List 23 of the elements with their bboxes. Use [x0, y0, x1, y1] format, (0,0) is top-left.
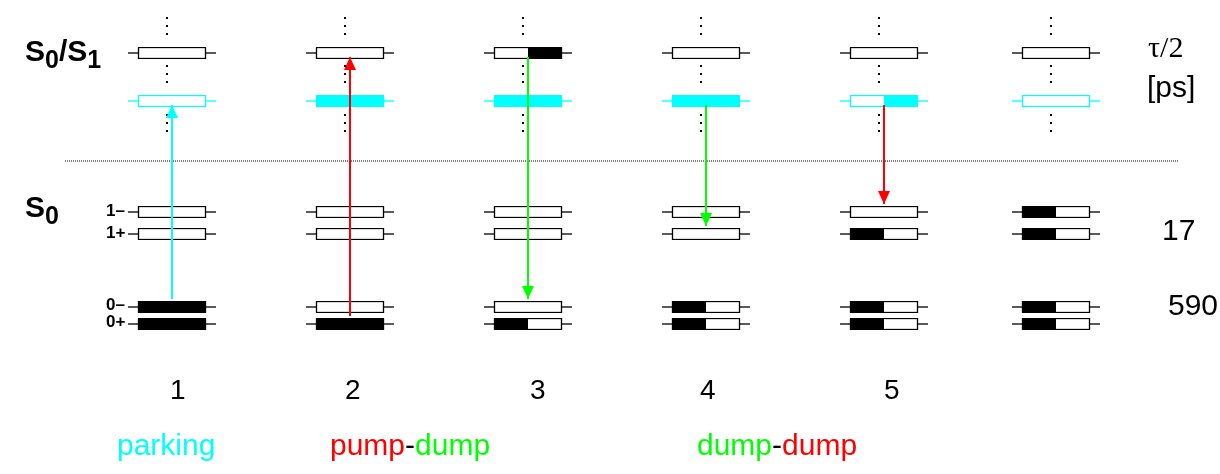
- column-number: 2: [345, 376, 361, 404]
- scheme-label: parking: [117, 430, 216, 460]
- time-value: 590: [1168, 290, 1219, 320]
- state-label: S$_{0}$/S$_{1}$: [25, 36, 102, 72]
- level-label: 1+: [106, 224, 126, 241]
- scheme-label: dump-dump: [697, 430, 858, 460]
- transition-arrow: [700, 104, 712, 227]
- column-number: 1: [170, 376, 186, 404]
- state-label: S$_{0}$: [25, 192, 59, 228]
- transition-arrow: [344, 56, 356, 317]
- transition-arrow: [878, 104, 890, 205]
- time-value: 17: [1162, 215, 1196, 245]
- column-number: 3: [530, 376, 546, 404]
- level-label: 0–: [106, 296, 125, 313]
- transition-arrow: [522, 56, 534, 300]
- unit-label: [ps]: [1147, 72, 1196, 102]
- scheme-label: pump-dump: [330, 430, 491, 460]
- transition-arrow: [166, 104, 178, 300]
- axis-label: τ/2: [1148, 32, 1184, 62]
- column-number: 5: [884, 376, 900, 404]
- level-label: 0+: [106, 313, 126, 330]
- level-label: 1–: [106, 202, 125, 219]
- column-number: 4: [700, 376, 716, 404]
